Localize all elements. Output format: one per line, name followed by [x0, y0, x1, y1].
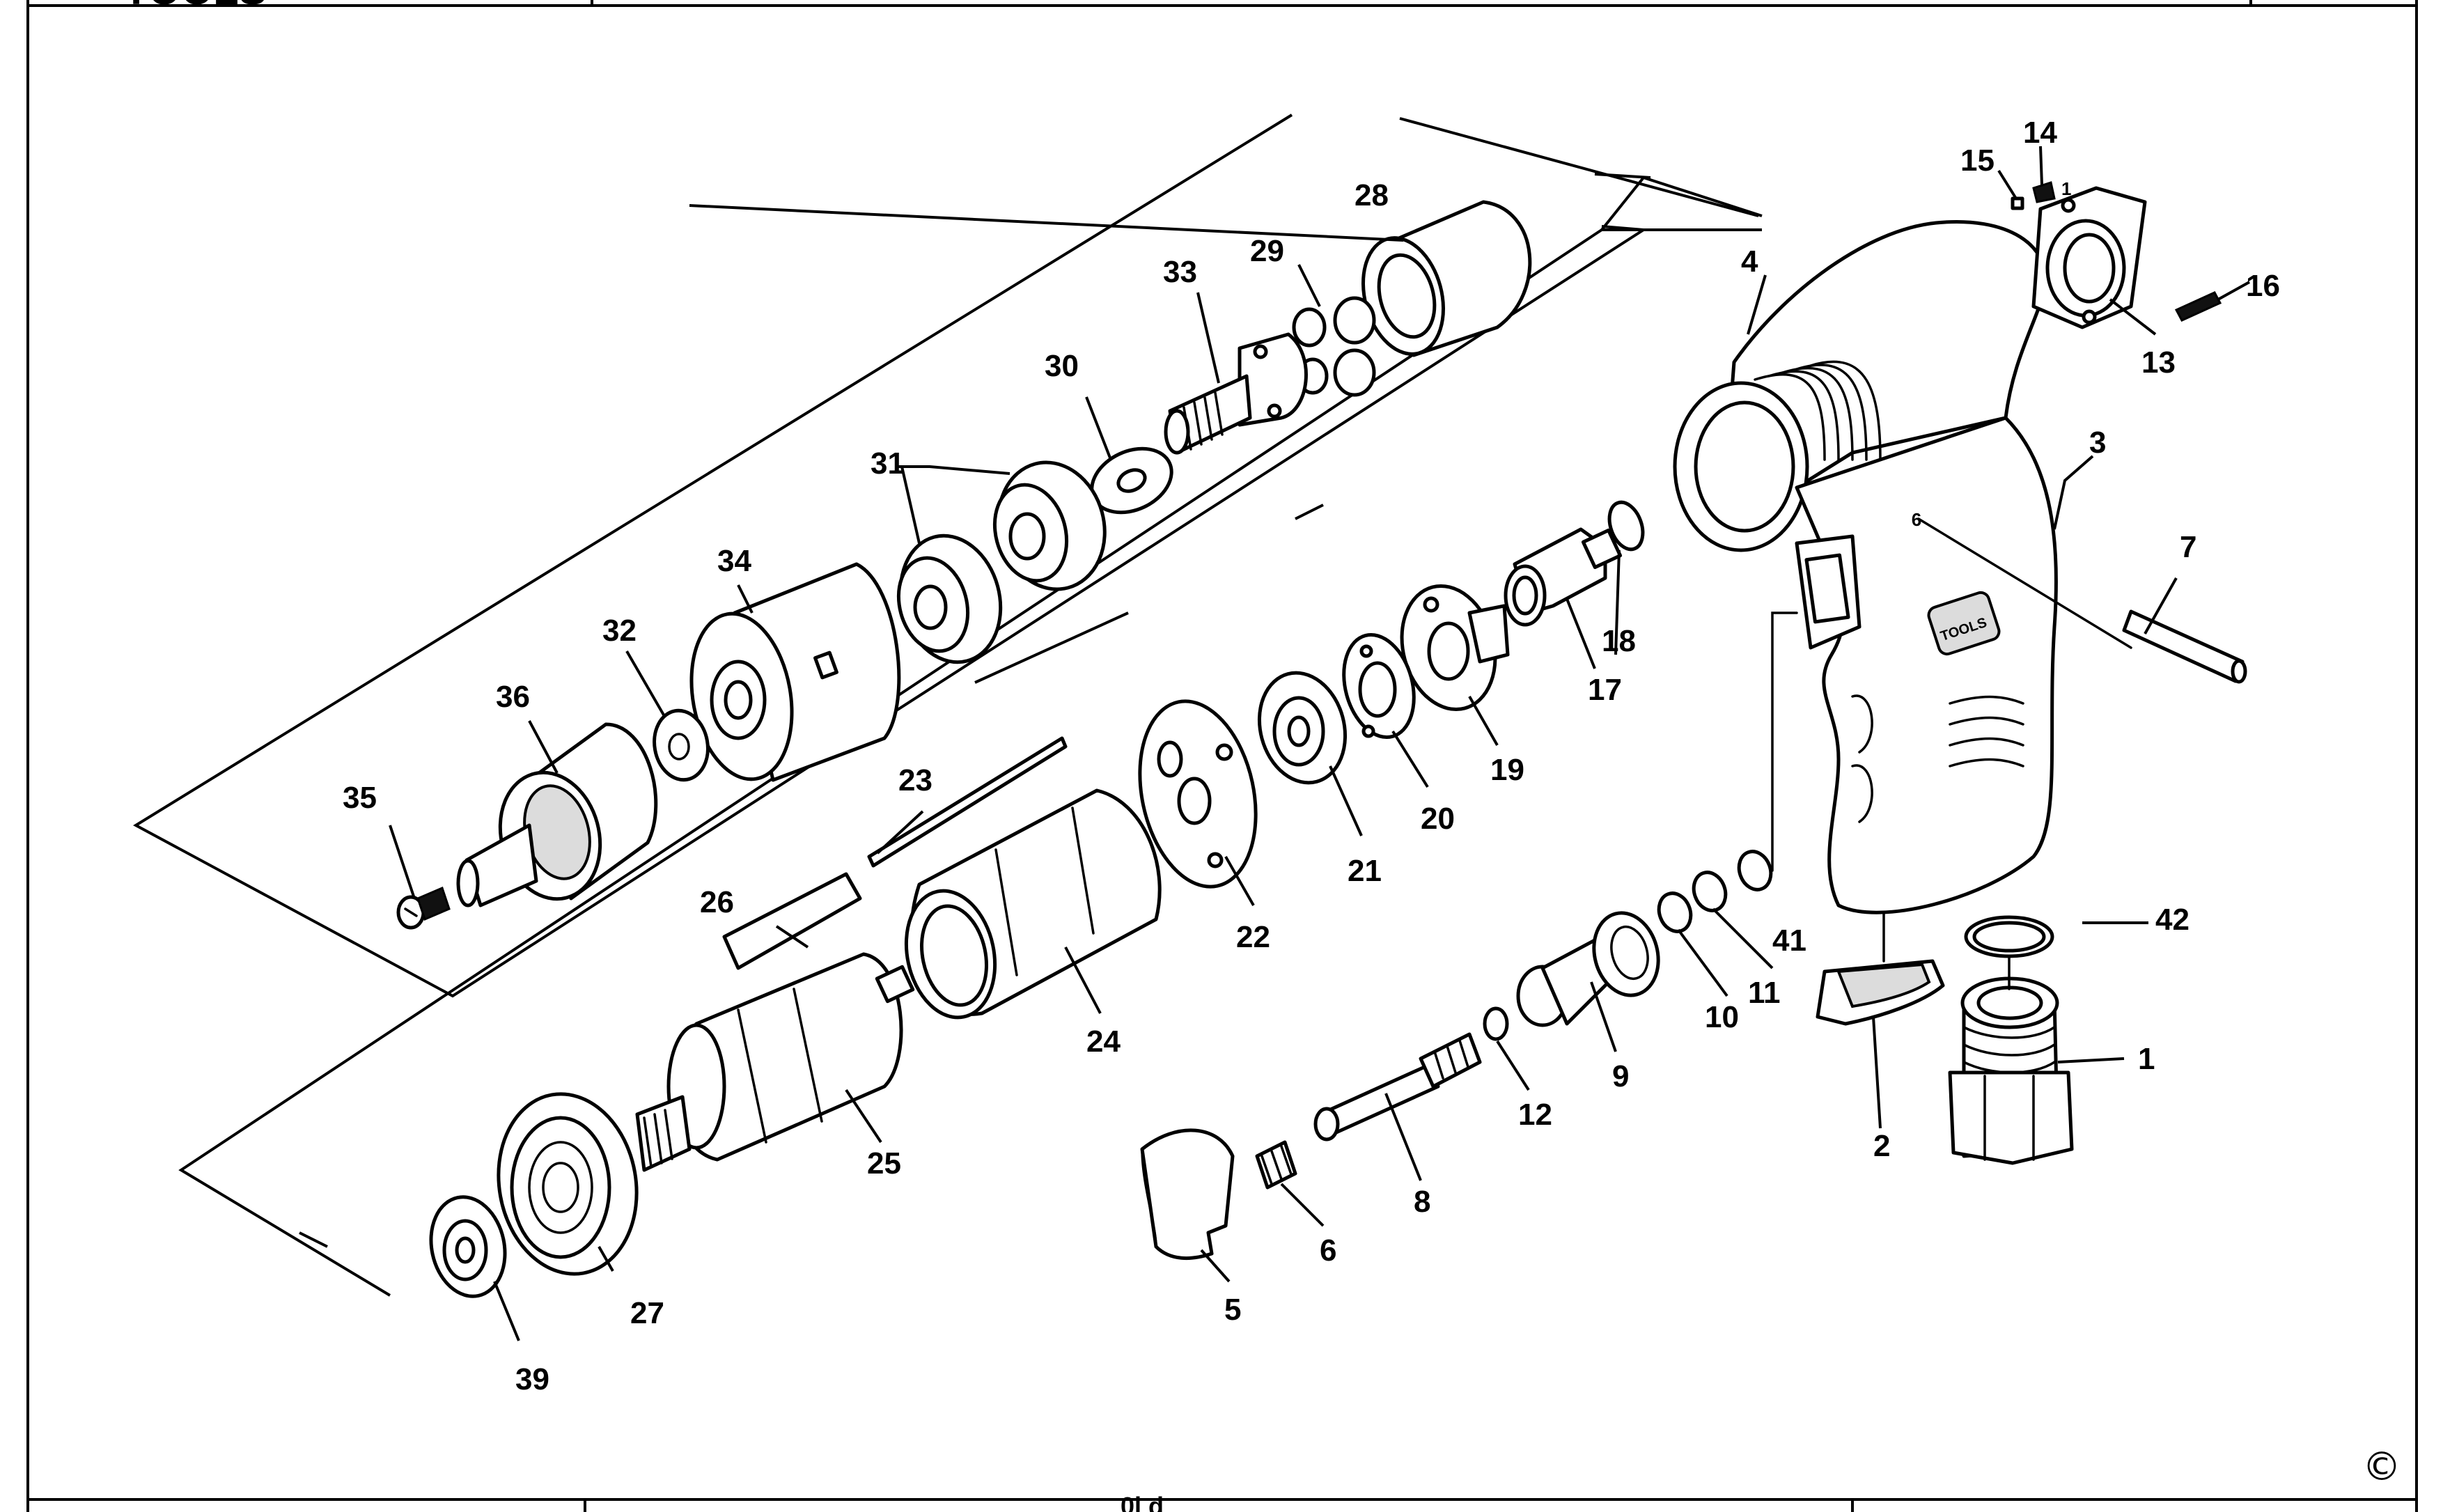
- label-part-27: 27: [630, 1296, 664, 1330]
- part-33-spindle: [1164, 332, 1308, 455]
- label-part-4: 4: [1741, 244, 1758, 279]
- label-part-42: 42: [2155, 903, 2190, 937]
- leader-lines: [389, 146, 2250, 1341]
- label-part-5: 5: [1224, 1293, 1241, 1327]
- part-3-handle: TOOLS: [1795, 416, 2058, 914]
- label-part-1: 1: [2138, 1042, 2155, 1076]
- label-part-13: 13: [2141, 345, 2176, 380]
- part-1-inlet-fitting: [1948, 956, 2074, 1165]
- copyright-mark: ©: [2362, 1444, 2401, 1490]
- footer-center-text: 0l d: [1121, 1492, 1164, 1512]
- label-part-16: 16: [2246, 269, 2280, 303]
- part-35-screw: [396, 886, 451, 930]
- part-18-oring: [1607, 500, 1645, 552]
- part-24-cylinder: [904, 788, 1162, 1020]
- part-25-rotor: [635, 952, 915, 1172]
- part-28-ring-gear: [1361, 200, 1532, 357]
- part-2-base-plate: [1816, 911, 1945, 1026]
- part-14-screw: 1: [2032, 178, 2071, 203]
- label-part-28: 28: [1355, 178, 1389, 212]
- part-17-valve: [1504, 527, 1623, 627]
- label-part-24: 24: [1086, 1024, 1121, 1059]
- label-part-29: 29: [1250, 234, 1284, 268]
- part-11-oring: [1692, 871, 1728, 912]
- label-part-3: 3: [2089, 426, 2106, 460]
- label-part-9: 9: [1612, 1059, 1629, 1093]
- part-23-pin: [867, 736, 1068, 868]
- label-part-11: 11: [1748, 976, 1781, 1010]
- part-42-oring: [1964, 915, 2054, 958]
- label-part-6: 6: [1320, 1233, 1336, 1268]
- upper-subassembly-panel: [132, 114, 1762, 998]
- label-part-31: 31: [871, 446, 905, 481]
- page-frame: [26, 0, 2418, 1512]
- part-4-housing: [1673, 220, 2047, 552]
- part-5-trigger: [1140, 1128, 1235, 1261]
- part-12-oring: [1483, 1006, 1509, 1041]
- part-21-bearing: [1257, 671, 1348, 785]
- part-9-valve-body: [1516, 911, 1660, 1027]
- label-part-41: 41: [1772, 923, 1806, 958]
- part-32-washer: [653, 708, 710, 782]
- label-part-19: 19: [1490, 753, 1524, 787]
- label-part-12: 12: [1518, 1098, 1552, 1132]
- part-22-end-plate: [1138, 699, 1258, 889]
- part-27-ring-gear: [497, 1092, 639, 1276]
- lower-subassembly-panel: [178, 176, 1763, 1297]
- part-34-gear-housing: [689, 562, 901, 782]
- part-10-oring: [1657, 891, 1693, 933]
- label-part-20: 20: [1421, 802, 1455, 836]
- part-labels: 1 2 3 4 5 6 7 8 9 10 11 12 13 14 15 16 1…: [343, 116, 2280, 1396]
- part-26-vane: [722, 872, 862, 970]
- label-part-10: 10: [1705, 1000, 1739, 1034]
- label-part-17: 17: [1588, 673, 1622, 707]
- part-15-screw: [2011, 196, 2024, 210]
- label-part-8: 8: [1414, 1185, 1430, 1219]
- label-part-14: 14: [2023, 116, 2057, 150]
- part-8-valve-stem: [1313, 1032, 1482, 1141]
- part-36-chuck: [456, 722, 658, 907]
- part-20-gasket: [1342, 632, 1416, 740]
- label-part-39: 39: [515, 1362, 549, 1396]
- part-6-spring: [1255, 1140, 1297, 1190]
- label-part-23: 23: [898, 763, 932, 797]
- label-part-25: 25: [867, 1146, 901, 1180]
- part-13-deflector: [2031, 186, 2147, 329]
- pin-mark-text: 6: [1912, 509, 1921, 530]
- part-19-end-plate: [1400, 584, 1510, 712]
- label-part-7: 7: [2180, 530, 2196, 564]
- label-part-22: 22: [1236, 920, 1270, 954]
- label-part-35: 35: [343, 781, 377, 815]
- label-part-21: 21: [1348, 854, 1382, 888]
- label-part-36: 36: [496, 680, 530, 714]
- part-41-oring: [1737, 611, 1798, 891]
- label-part-34: 34: [717, 544, 751, 578]
- label-part-18: 18: [1602, 624, 1636, 658]
- screw-mark-text: 1: [2061, 178, 2071, 199]
- header-logo-text: TOOLS: [123, 0, 267, 13]
- part-39-bearing: [429, 1195, 507, 1298]
- label-part-32: 32: [602, 614, 637, 648]
- label-part-33: 33: [1163, 255, 1197, 289]
- label-part-15: 15: [1960, 143, 1995, 178]
- label-part-2: 2: [1873, 1129, 1890, 1163]
- part-16-screw: [2174, 291, 2222, 322]
- label-part-26: 26: [700, 885, 734, 919]
- part-7-pin: 6: [1912, 509, 2247, 684]
- label-part-30: 30: [1045, 349, 1079, 383]
- part-31-bearings: [896, 460, 1107, 664]
